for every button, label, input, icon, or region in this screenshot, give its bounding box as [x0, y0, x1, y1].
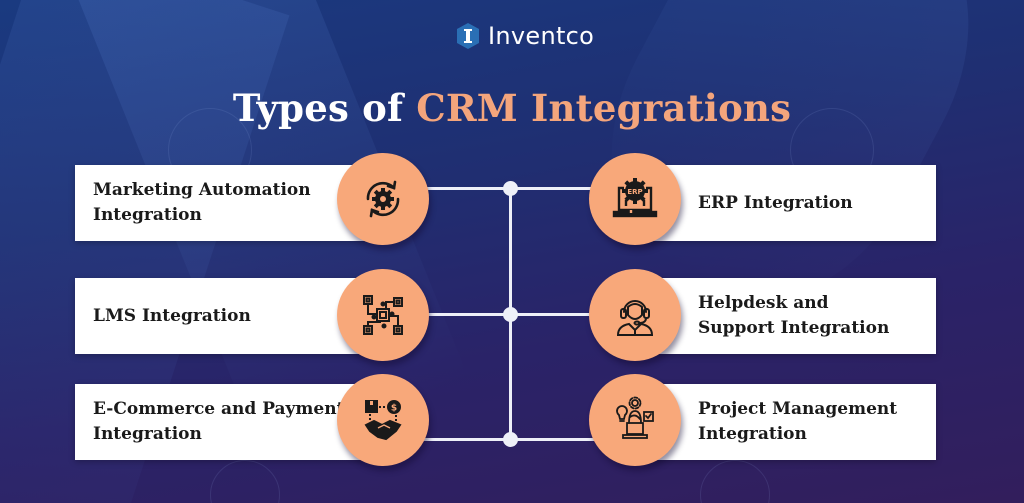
handshake-payment-icon: $ [337, 374, 429, 466]
svg-text:$: $ [391, 404, 397, 414]
project-manager-laptop-icon [589, 374, 681, 466]
background-ring [210, 460, 280, 503]
connector-node [503, 307, 518, 322]
background-ring [700, 460, 770, 503]
connector-node [503, 181, 518, 196]
title-accent: CRM Integrations [416, 86, 792, 130]
card-label: Helpdesk and Support Integration [698, 293, 890, 338]
brand-logo: Inventco [456, 20, 594, 52]
card-label: E-Commerce and Payment Integration [93, 399, 345, 444]
card-label: Project Management Integration [698, 399, 898, 444]
card-label: ERP Integration [698, 192, 853, 213]
card-label: Marketing Automation Integration [93, 180, 311, 225]
title-prefix: Types of [232, 86, 417, 130]
circuit-network-icon [337, 269, 429, 361]
gear-sync-icon [337, 153, 429, 245]
card-lms: LMS Integration [75, 278, 365, 354]
page-title: Types of CRM Integrations [0, 86, 1024, 130]
hexagon-logo-icon [456, 22, 480, 50]
svg-text:ERP: ERP [627, 188, 642, 196]
card-ecommerce-payment: E-Commerce and Payment Integration [75, 384, 365, 460]
erp-laptop-icon: ERP [589, 153, 681, 245]
brand-name: Inventco [488, 22, 595, 50]
card-label: LMS Integration [93, 305, 251, 326]
support-agent-headset-icon [589, 269, 681, 361]
card-marketing-automation: Marketing Automation Integration [75, 165, 365, 241]
connector-node [503, 432, 518, 447]
